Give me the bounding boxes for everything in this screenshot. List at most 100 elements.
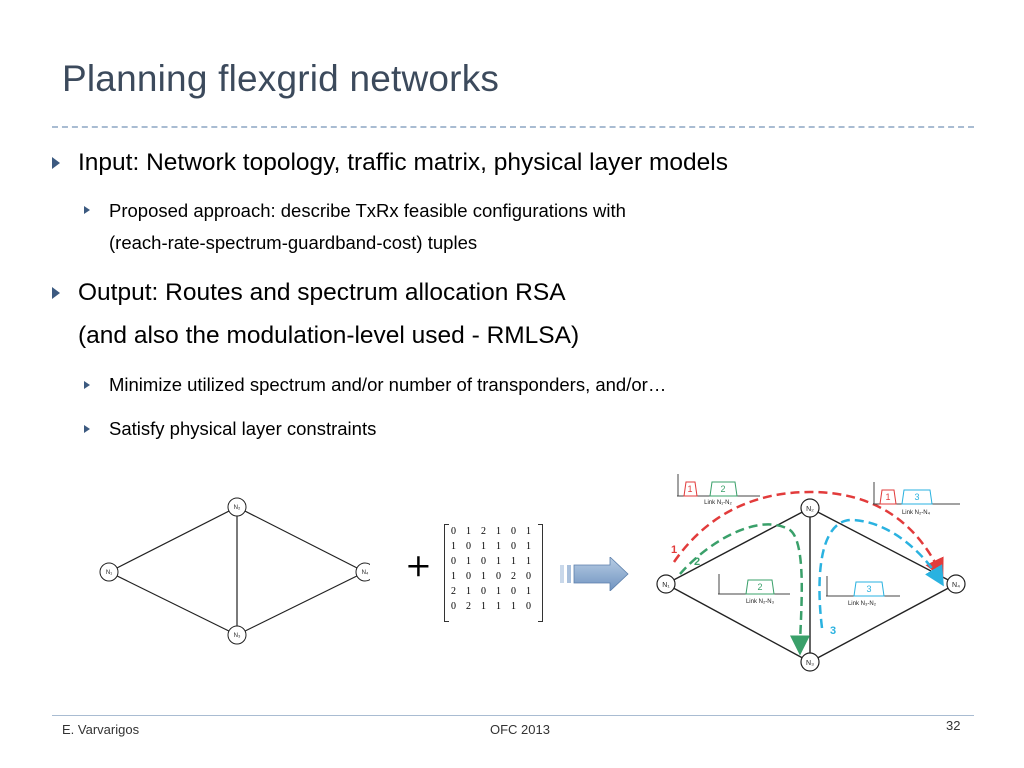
matrix-cell: 0 bbox=[496, 571, 501, 582]
topology-link-n1-n2 bbox=[108, 506, 238, 573]
slot-number-label: 3 bbox=[914, 492, 919, 502]
matrix-cell: 0 bbox=[451, 601, 456, 612]
matrix-cell: 1 bbox=[451, 541, 456, 552]
matrix-cell: 1 bbox=[466, 556, 471, 567]
matrix-cell: 1 bbox=[496, 526, 501, 537]
route-demand-1 bbox=[672, 490, 944, 579]
spectrum-slot-2 bbox=[745, 579, 775, 595]
matrix-cell: 1 bbox=[496, 601, 501, 612]
result-link-n1-n3 bbox=[665, 583, 811, 663]
title-divider bbox=[52, 126, 974, 128]
matrix-cell: 1 bbox=[496, 586, 501, 597]
matrix-cell: 1 bbox=[526, 541, 531, 552]
matrix-cell: 0 bbox=[451, 556, 456, 567]
matrix-cell: 1 bbox=[496, 541, 501, 552]
topology-link-n3-n4 bbox=[236, 571, 366, 636]
matrix-cell: 0 bbox=[511, 526, 516, 537]
matrix-cell: 0 bbox=[526, 571, 531, 582]
sub-bullet-approach-line2: (reach-rate-spectrum-guardband-cost) tup… bbox=[109, 232, 478, 253]
matrix-cell: 1 bbox=[511, 601, 516, 612]
sub-bullet-satisfy: Satisfy physical layer constraints bbox=[109, 418, 377, 439]
footer-conference: OFC 2013 bbox=[490, 722, 550, 737]
spectrum-slot-3 bbox=[853, 581, 885, 597]
matrix-cell: 2 bbox=[466, 601, 471, 612]
sub-bullet-arrow-icon bbox=[84, 381, 90, 389]
result-node-label: N₃ bbox=[806, 660, 814, 667]
bullet-input: Input: Network topology, traffic matrix,… bbox=[78, 149, 728, 176]
topology-node-label: N₁ bbox=[106, 570, 112, 576]
result-link-n1-n2 bbox=[665, 507, 811, 585]
matrix-right-bracket bbox=[538, 524, 543, 622]
matrix-cell: 1 bbox=[526, 586, 531, 597]
topology-link-n2-n4 bbox=[236, 506, 366, 573]
route-demand-3 bbox=[818, 518, 944, 629]
link-label-n3-n2: Link N₃-N₂ bbox=[848, 601, 877, 607]
result-node-label: N₁ bbox=[662, 582, 670, 589]
result-node-n4 bbox=[946, 574, 966, 594]
route-number-label: 3 bbox=[830, 625, 836, 637]
spectrum-slot-1 bbox=[683, 481, 698, 497]
slot-number-label: 1 bbox=[687, 484, 692, 494]
topology-link-n1-n3 bbox=[108, 571, 238, 636]
topology-node-label: N₂ bbox=[234, 505, 241, 511]
matrix-cell: 1 bbox=[466, 526, 471, 537]
spectrum-slot-1 bbox=[879, 489, 897, 505]
slot-number-label: 2 bbox=[720, 484, 725, 494]
bullet-output-line1: Output: Routes and spectrum allocation R… bbox=[78, 279, 566, 306]
matrix-cell: 0 bbox=[466, 541, 471, 552]
footer-author: E. Varvarigos bbox=[62, 722, 140, 737]
bullet-output-line2: (and also the modulation-level used - RM… bbox=[78, 322, 580, 349]
matrix-cell: 0 bbox=[511, 586, 516, 597]
sub-bullet-minimize: Minimize utilized spectrum and/or number… bbox=[109, 374, 667, 395]
matrix-cell: 1 bbox=[481, 601, 486, 612]
matrix-cell: 1 bbox=[526, 556, 531, 567]
link-label-n2-n3: Link N₂-N₃ bbox=[746, 599, 775, 605]
sub-bullet-arrow-icon bbox=[84, 425, 90, 433]
matrix-left-bracket bbox=[444, 524, 449, 622]
matrix-cell: 0 bbox=[481, 556, 486, 567]
bullet-arrow-icon bbox=[52, 157, 60, 169]
matrix-cell: 2 bbox=[451, 586, 456, 597]
result-node-n1 bbox=[656, 574, 676, 594]
link-label-n1-n2: Link N₁-N₂ bbox=[704, 500, 732, 506]
page-number: 32 bbox=[946, 718, 961, 733]
plus-sign: + bbox=[405, 546, 432, 584]
result-node-label: N₄ bbox=[952, 582, 960, 589]
link-label-n2-n4: Link N₂-N₄ bbox=[902, 510, 931, 516]
matrix-cell: 1 bbox=[466, 586, 471, 597]
result-node-label: N₂ bbox=[806, 506, 814, 513]
rsa-result-diagram: 1 2 1 3 2 3 Link N₁-N₂ Link N₂-N₄ Link N… bbox=[656, 474, 966, 672]
matrix-cell: 0 bbox=[526, 601, 531, 612]
bullet-arrow-icon bbox=[52, 287, 60, 299]
matrix-cell: 1 bbox=[481, 571, 486, 582]
matrix-cell: 1 bbox=[451, 571, 456, 582]
spectrum-slot-3 bbox=[901, 489, 933, 505]
matrix-cell: 2 bbox=[481, 526, 486, 537]
matrix-cell: 1 bbox=[496, 556, 501, 567]
route-number-label: 2 bbox=[694, 556, 700, 568]
topology-node-n3 bbox=[227, 625, 247, 645]
result-node-n3 bbox=[800, 652, 820, 672]
topology-node-label: N₄ bbox=[362, 570, 369, 576]
matrix-cell: 2 bbox=[511, 571, 516, 582]
sub-bullet-arrow-icon bbox=[84, 206, 90, 214]
slot-number-label: 1 bbox=[885, 492, 890, 502]
result-link-n3-n4 bbox=[809, 583, 957, 663]
matrix-cell: 1 bbox=[526, 526, 531, 537]
matrix-cell: 0 bbox=[481, 586, 486, 597]
matrix-cell: 0 bbox=[451, 526, 456, 537]
spectrum-slot-2 bbox=[709, 481, 738, 497]
topology-diagram: N₁ N₂ N₃ N₄ bbox=[99, 497, 370, 645]
footer-divider bbox=[52, 715, 974, 716]
matrix-cell: 0 bbox=[466, 571, 471, 582]
sub-bullet-approach-line1: Proposed approach: describe TxRx feasibl… bbox=[109, 200, 626, 221]
route-number-label: 1 bbox=[671, 544, 677, 556]
matrix-cell: 1 bbox=[511, 556, 516, 567]
slot-number-label: 3 bbox=[866, 584, 871, 594]
result-node-n2 bbox=[800, 498, 820, 518]
